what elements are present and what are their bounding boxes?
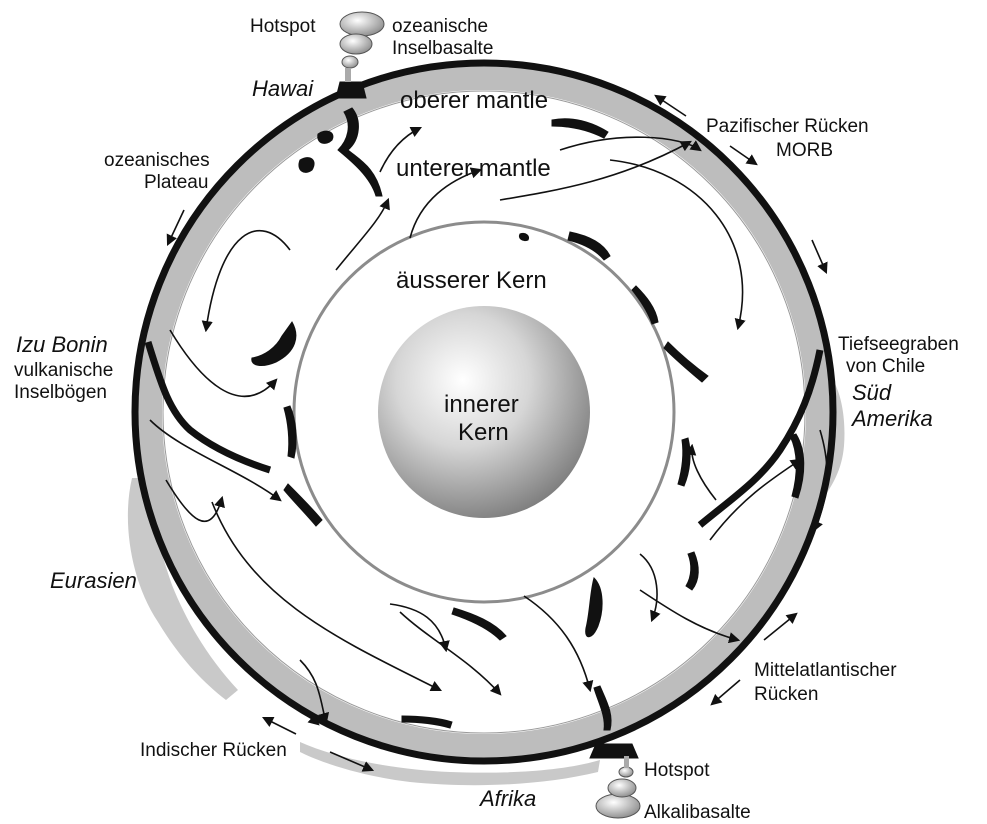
- plate-arrow: [812, 240, 826, 272]
- slab-13: [678, 438, 690, 486]
- upper-mantle-label: oberer mantle: [400, 87, 548, 114]
- flow-line: [524, 596, 590, 690]
- eurasia-label: Eurasien: [50, 568, 137, 593]
- pacific-ridge-label: Pazifischer Rücken: [706, 116, 869, 137]
- slab-11: [452, 608, 506, 640]
- morb-label: MORB: [776, 140, 833, 161]
- volcanic-arc-label-2: Inselbögen: [14, 382, 107, 403]
- plate-arrow: [730, 146, 756, 164]
- plate-arrow: [264, 718, 296, 734]
- hawaii-surface-cap: [336, 82, 366, 98]
- slab-14: [686, 552, 698, 590]
- hotspot-bottom: [596, 756, 640, 818]
- inner-core-label-2: Kern: [458, 419, 509, 446]
- outer-core-label: äusserer Kern: [396, 267, 547, 294]
- hotspot-top-plume-part: [340, 34, 372, 54]
- slab-12: [586, 578, 602, 637]
- alkali-basalt-label: Alkalibasalte: [644, 802, 751, 823]
- hotspot-bottom-plume-stem: [624, 756, 629, 768]
- africa-label: Afrika: [478, 786, 536, 811]
- slab-1: [318, 131, 333, 143]
- ocean-island-basalt-label-1: ozeanische: [392, 16, 488, 37]
- hotspot-top-plume-stem: [345, 68, 351, 82]
- south-america-label-2: Amerika: [850, 406, 933, 431]
- volcanic-arc-label-1: vulkanische: [14, 360, 113, 381]
- hotspot-top-label: Hotspot: [250, 16, 316, 37]
- indian-ridge-label: Indischer Rücken: [140, 740, 287, 761]
- mid-atlantic-ridge-label-1: Mittelatlantischer: [754, 660, 897, 681]
- hotspot-top-plume-part: [342, 56, 358, 68]
- oceanic-plateau-label-2: Plateau: [144, 172, 208, 193]
- oceanic-plateau-label-1: ozeanisches: [104, 150, 210, 171]
- plate-arrow: [712, 680, 740, 704]
- flow-line: [640, 554, 657, 620]
- hotspot-bottom-plume-icon: [596, 794, 640, 818]
- chile-trench-label-2: von Chile: [846, 356, 925, 377]
- hawaii-label: Hawai: [252, 76, 314, 101]
- hotspot-top-plume-icon: [340, 12, 384, 36]
- hotspot-bottom-plume-part: [619, 767, 633, 777]
- slab-5: [519, 233, 528, 240]
- hotspot-top: [340, 12, 384, 82]
- ocean-island-basalt-label-2: Inselbasalte: [392, 38, 493, 59]
- izu-bonin-label: Izu Bonin: [16, 332, 108, 357]
- africa-surface-cap: [590, 744, 638, 758]
- slab-3: [552, 119, 608, 138]
- flow-line: [206, 231, 290, 330]
- mid-atlantic-ridge-label-2: Rücken: [754, 684, 818, 705]
- hotspot-bottom-plume-part: [608, 779, 636, 797]
- slab-8: [252, 322, 296, 365]
- flow-line: [692, 446, 716, 500]
- hotspot-bottom-label: Hotspot: [644, 760, 710, 781]
- south-america-label-1: Süd: [852, 380, 892, 405]
- inner-core-label-1: innerer: [444, 391, 519, 418]
- slab-2: [299, 158, 314, 173]
- chile-trench-label-1: Tiefseegraben: [838, 334, 959, 355]
- lower-mantle-label: unterer mantle: [396, 155, 551, 182]
